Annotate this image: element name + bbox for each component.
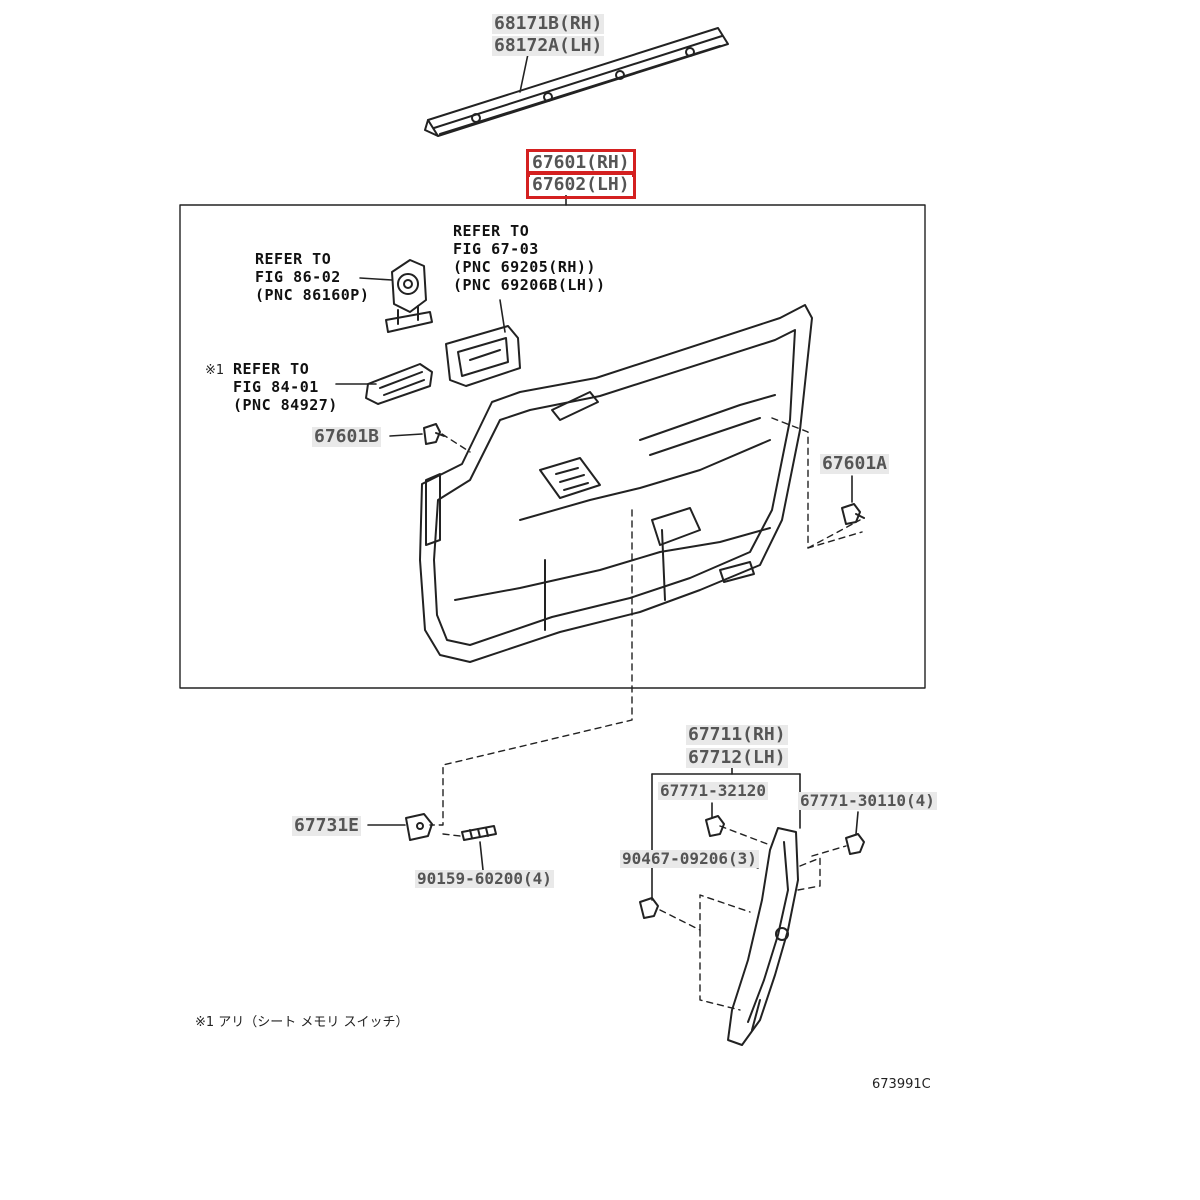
ref-label-line1: REFER TO (233, 360, 310, 378)
clip-67771-32120-drawing (705, 815, 725, 837)
ref-label-line2: FIG 84-01 (233, 378, 319, 396)
ref-label-line1: REFER TO (453, 222, 530, 240)
fastener-67731E-drawing (405, 813, 433, 841)
clip-67771-30110-drawing (845, 833, 865, 855)
dashed-assembly-lines (429, 417, 863, 1011)
clip-67601B-drawing (423, 423, 445, 445)
clip-90467-drawing (639, 897, 659, 919)
label-68171B: 68171B(RH) (492, 13, 605, 34)
label-67712: 67712(LH) (686, 747, 788, 768)
label-67711: 67711(RH) (686, 724, 788, 745)
screw-90159-drawing (461, 825, 497, 841)
label-90467-09206: 90467-09206(3) (620, 849, 759, 868)
ref-label-line3: (PNC 69205(RH)) (453, 258, 596, 276)
weatherstrip-belt-moulding (424, 27, 729, 137)
ref-label-line4: (PNC 69206B(LH)) (453, 276, 606, 294)
label-90159-60200: 90159-60200(4) (415, 869, 554, 888)
note-mark: ※1 (205, 363, 225, 378)
memory-switch (365, 363, 433, 405)
label-68172A: 68172A(LH) (492, 35, 605, 56)
label-67771-32120: 67771-32120 (658, 781, 768, 800)
label-67601-highlighted: 67601(RH) (526, 149, 636, 177)
figure-id: 673991C (872, 1077, 931, 1092)
label-67771-30110: 67771-30110(4) (798, 791, 937, 810)
ref-label-line2: FIG 67-03 (453, 240, 539, 258)
door-trim-panel (419, 304, 813, 663)
label-67601A: 67601A (820, 453, 890, 474)
ref-label-line2: FIG 86-02 (255, 268, 341, 286)
ref-label-line3: (PNC 86160P) (255, 286, 370, 304)
label-67601B: 67601B (312, 426, 382, 447)
lower-trim-piece (727, 827, 799, 1046)
assembly-frame (179, 204, 926, 689)
label-67731E: 67731E (292, 815, 362, 836)
ref-label-line1: REFER TO (255, 250, 332, 268)
speaker-bracket (385, 259, 433, 333)
inside-handle (445, 325, 521, 387)
ref-label-line3: (PNC 84927) (233, 396, 338, 414)
label-67602-highlighted: 67602(LH) (526, 171, 636, 199)
footnote: ※1 アリ（シート メモリ スイッチ） (195, 1015, 409, 1030)
clip-67601A-drawing (841, 503, 865, 525)
